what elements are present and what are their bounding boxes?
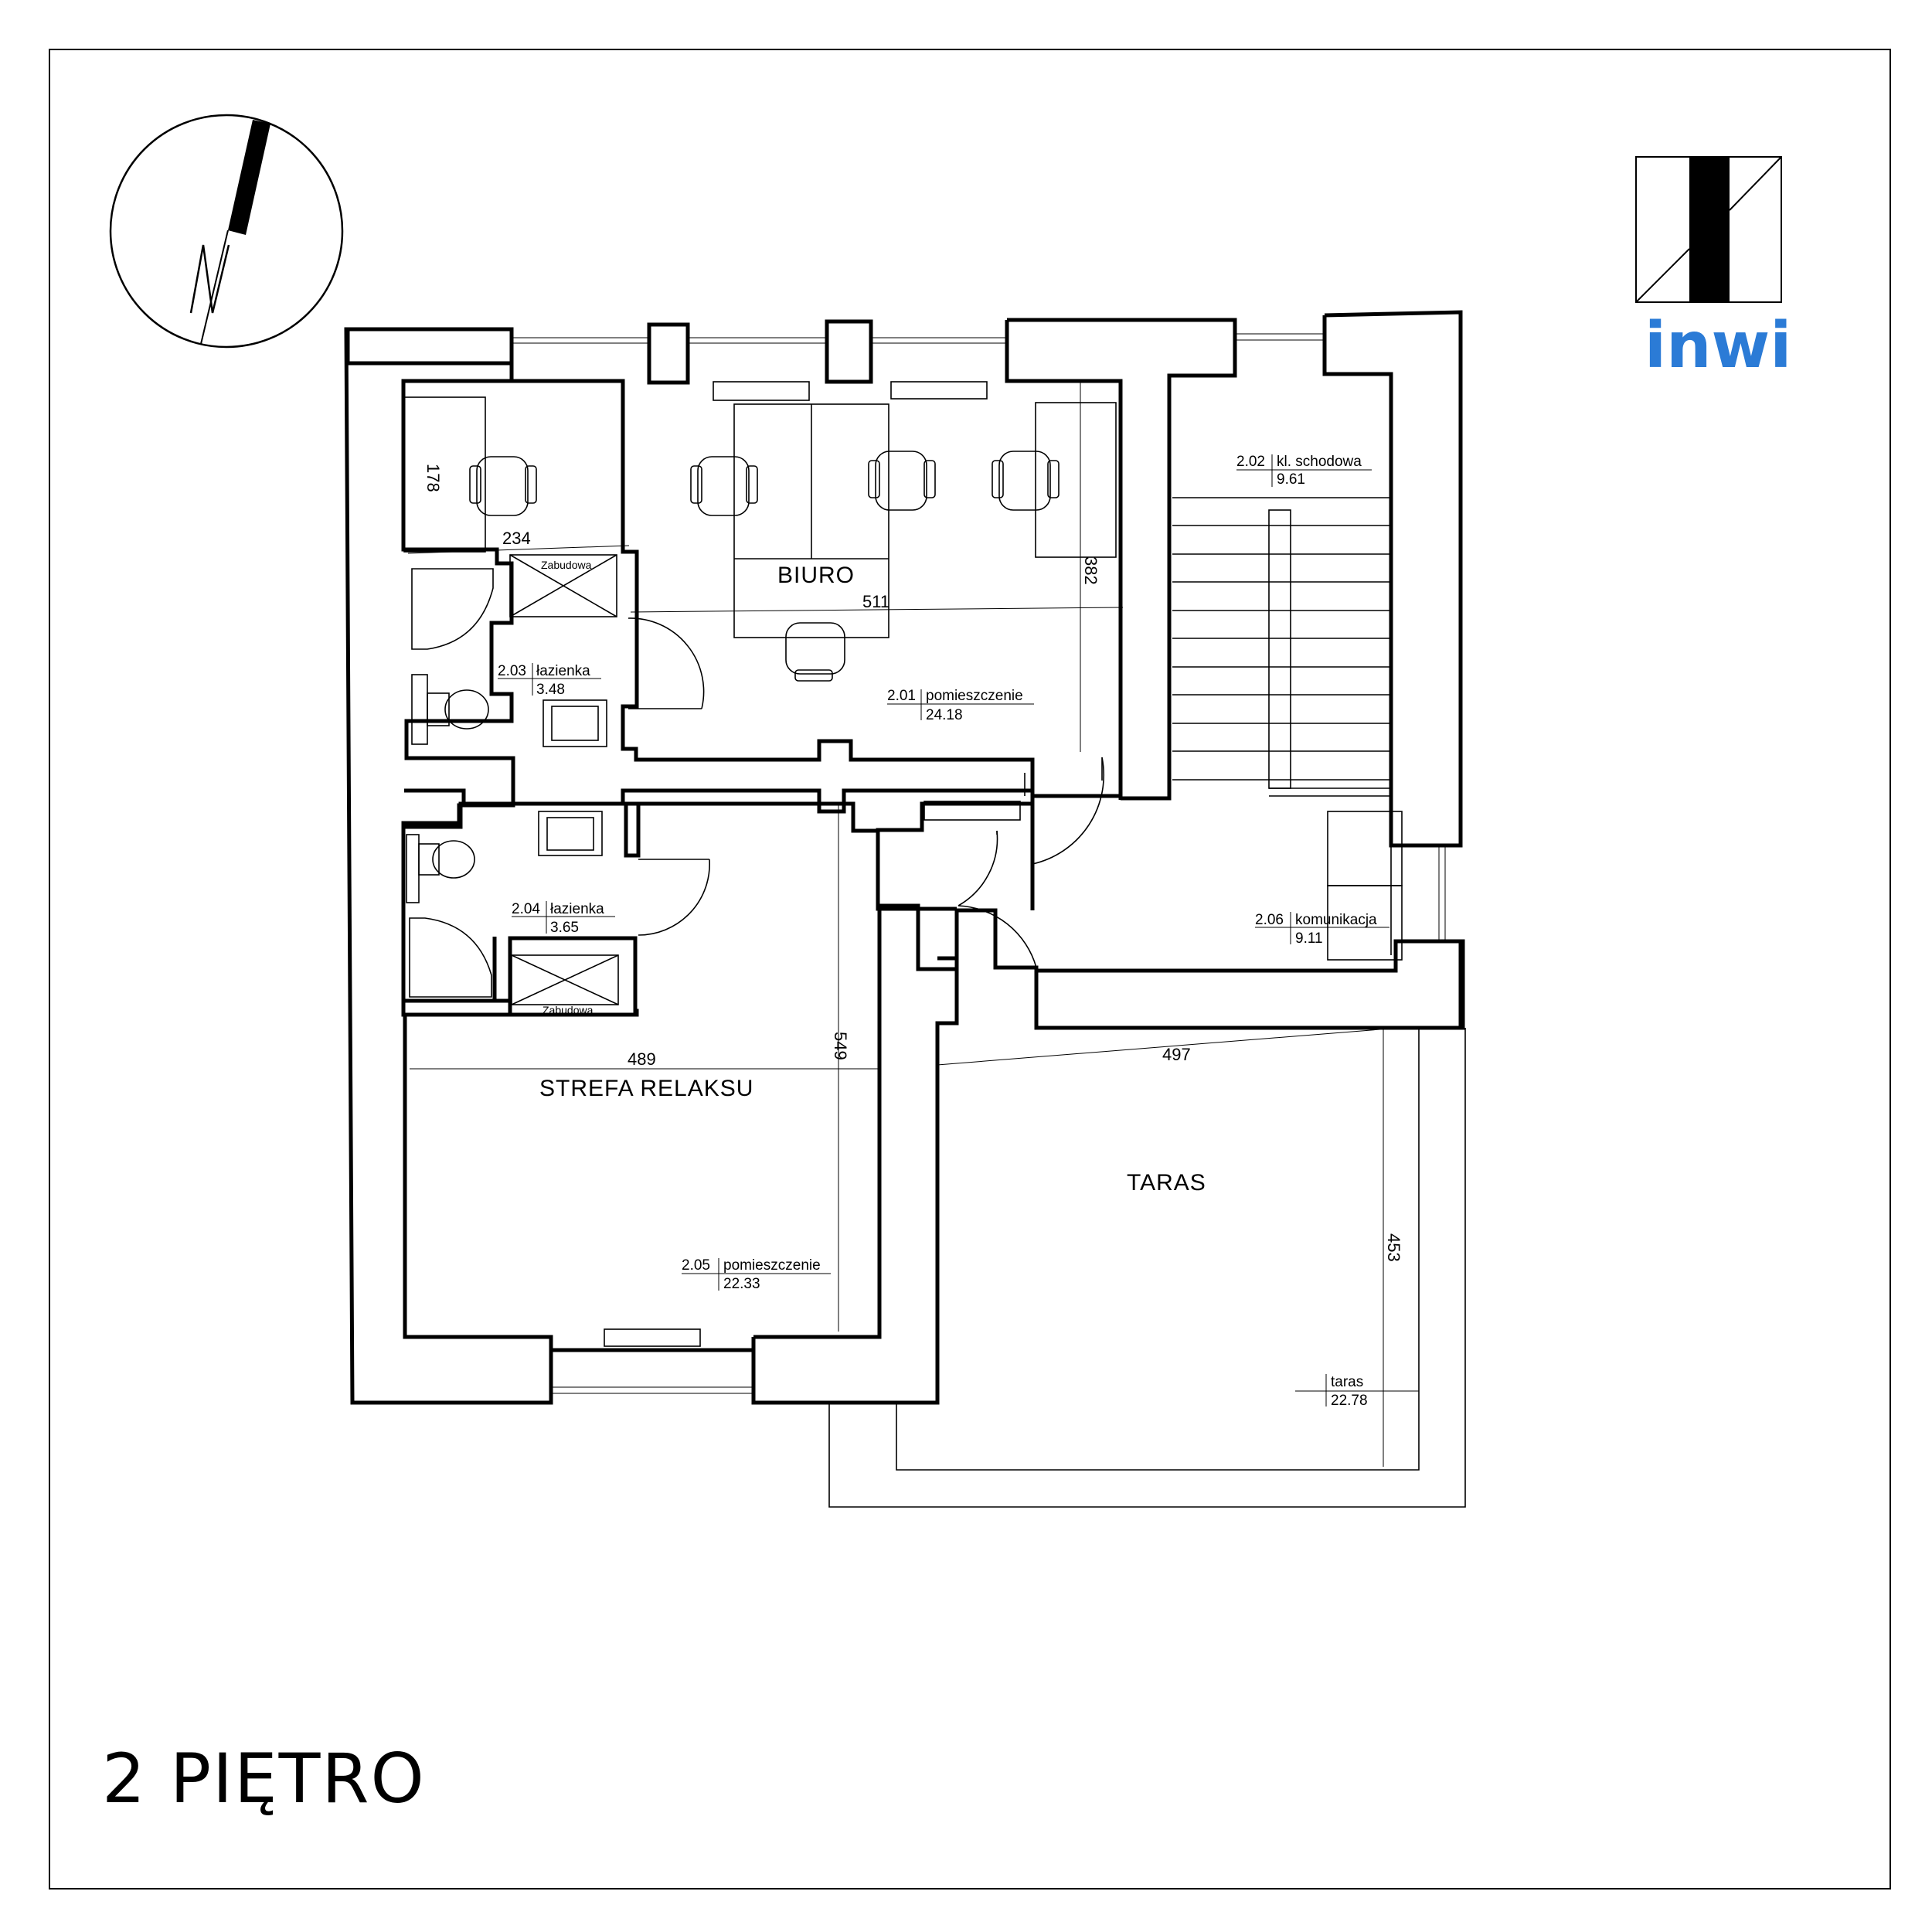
room-201-name: pomieszczenie <box>926 688 1023 704</box>
dim-511: 511 <box>862 592 889 611</box>
room-201-area: 24.18 <box>926 707 963 723</box>
room-205-area: 22.33 <box>723 1276 760 1292</box>
dim-489: 489 <box>628 1049 656 1069</box>
room-206-name: komunikacja <box>1295 912 1377 928</box>
taras-name: taras <box>1331 1374 1363 1390</box>
room-label-biuro: BIURO <box>777 563 855 588</box>
dim-382: 382 <box>1081 556 1100 585</box>
room-201-number: 2.01 <box>887 688 916 704</box>
dimension-lines <box>407 381 1420 1467</box>
room-204-number: 2.04 <box>512 901 540 917</box>
room-202-name: kl. schodowa <box>1277 454 1362 470</box>
staircase <box>1172 497 1403 961</box>
taras-area: 22.78 <box>1331 1393 1368 1409</box>
room-202-number: 2.02 <box>1236 454 1265 470</box>
dim-497: 497 <box>1162 1045 1191 1064</box>
sheet-border <box>49 49 1891 1889</box>
room-206-number: 2.06 <box>1255 912 1284 928</box>
dim-178: 178 <box>423 464 443 492</box>
dim-453: 453 <box>1384 1233 1403 1262</box>
doors <box>957 757 1104 968</box>
walls <box>344 310 1466 1508</box>
room-203-name: łazienka <box>536 663 590 679</box>
north-arrow-icon <box>109 114 344 349</box>
room-203-number: 2.03 <box>498 663 526 679</box>
dim-549: 549 <box>831 1032 850 1060</box>
room-204-name: łazienka <box>550 901 604 917</box>
room-205-number: 2.05 <box>682 1257 710 1274</box>
room-202-area: 9.61 <box>1277 471 1305 488</box>
room-203-area: 3.48 <box>536 682 565 698</box>
room-205-name: pomieszczenie <box>723 1257 821 1274</box>
inwi-logo-icon <box>1635 156 1782 303</box>
bathroom-203-fixtures <box>411 554 705 747</box>
sheet-title: 2 PIĘTRO <box>102 1739 426 1818</box>
office-furniture <box>403 396 1117 682</box>
zabudowa-label-1: Zabudowa <box>541 559 592 571</box>
room-label-strefa: STREFA RELAKSU <box>539 1076 753 1101</box>
room-206-area: 9.11 <box>1295 930 1323 947</box>
room-204-area: 3.65 <box>550 920 579 936</box>
bathroom-204-fixtures <box>406 811 710 1005</box>
zabudowa-label-2: Zabudowa <box>543 1004 594 1016</box>
room-label-taras: TARAS <box>1127 1170 1206 1196</box>
brand-name: inwi <box>1645 309 1792 383</box>
dim-234: 234 <box>502 529 531 548</box>
